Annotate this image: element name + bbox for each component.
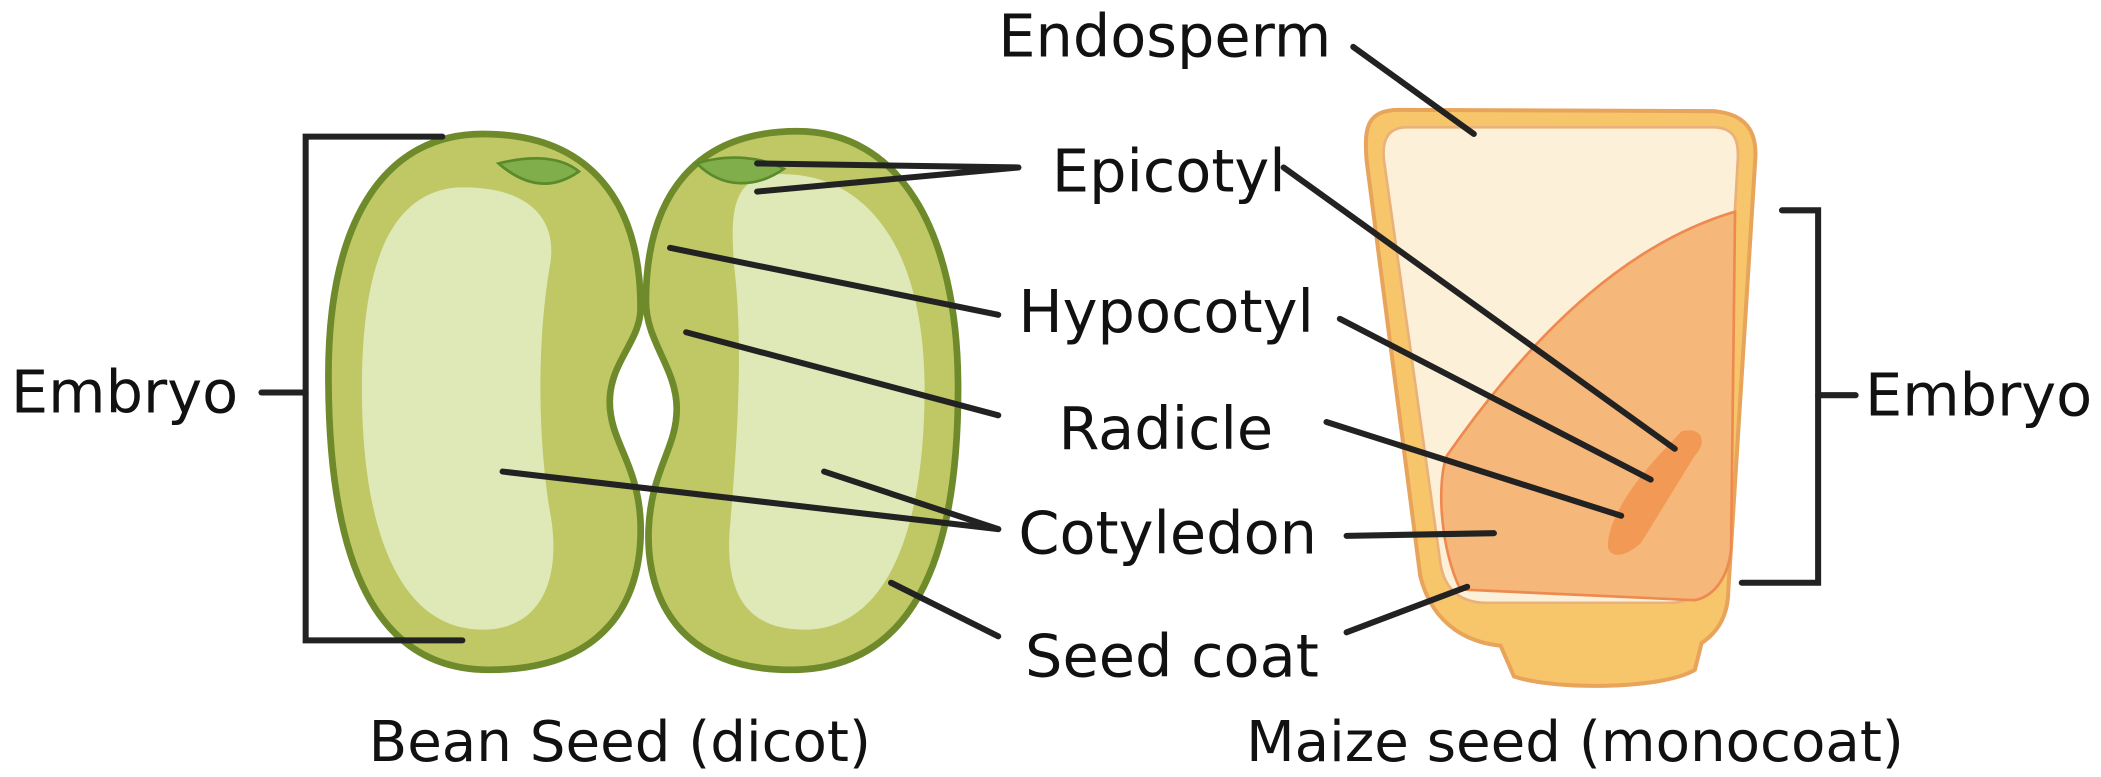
radicle-line-bean: [683, 329, 1002, 419]
label-embryo-left: Embryo: [11, 358, 238, 427]
epicotyl-line-bean-1: [754, 160, 1022, 171]
label-cotyledon: Cotyledon: [1018, 498, 1317, 567]
embryo-bracket-left: [302, 133, 466, 644]
label-epicotyl: Epicotyl: [1052, 137, 1286, 206]
bean-seed: [325, 127, 962, 674]
label-embryo-right: Embryo: [1865, 360, 2092, 429]
leader-lines: [258, 43, 1859, 644]
label-radicle: Radicle: [1059, 394, 1274, 463]
bean-epicotyl-left: [495, 157, 582, 185]
label-seed-coat: Seed coat: [1025, 622, 1319, 691]
seed-coat-line-bean: [888, 579, 1002, 640]
embryo-bracket-right: [1738, 207, 1822, 586]
endosperm-line: [1350, 43, 1477, 137]
cotyledon-line-bean-2: [821, 468, 1002, 533]
epicotyl-line-maize: [1280, 164, 1678, 452]
bean-left-cotyledon: [361, 187, 554, 630]
seed-coat-line-maize: [1343, 583, 1471, 636]
hypocotyl-line-bean: [667, 244, 1002, 318]
cotyledon-line-bean-1: [499, 468, 1002, 533]
cotyledon-line-maize: [1343, 530, 1497, 539]
epicotyl-line-bean-2: [754, 164, 1022, 195]
label-endosperm: Endosperm: [998, 1, 1331, 70]
caption-maize-seed: Maize seed (monocoat): [1246, 710, 1904, 775]
maize-embryo-axis: [1607, 430, 1702, 555]
label-hypocotyl: Hypocotyl: [1018, 277, 1314, 346]
maize-seed: [1363, 107, 1758, 688]
caption-bean-seed: Bean Seed (dicot): [369, 710, 871, 775]
hypocotyl-line-maize: [1336, 315, 1654, 483]
radicle-line-maize: [1323, 418, 1625, 519]
